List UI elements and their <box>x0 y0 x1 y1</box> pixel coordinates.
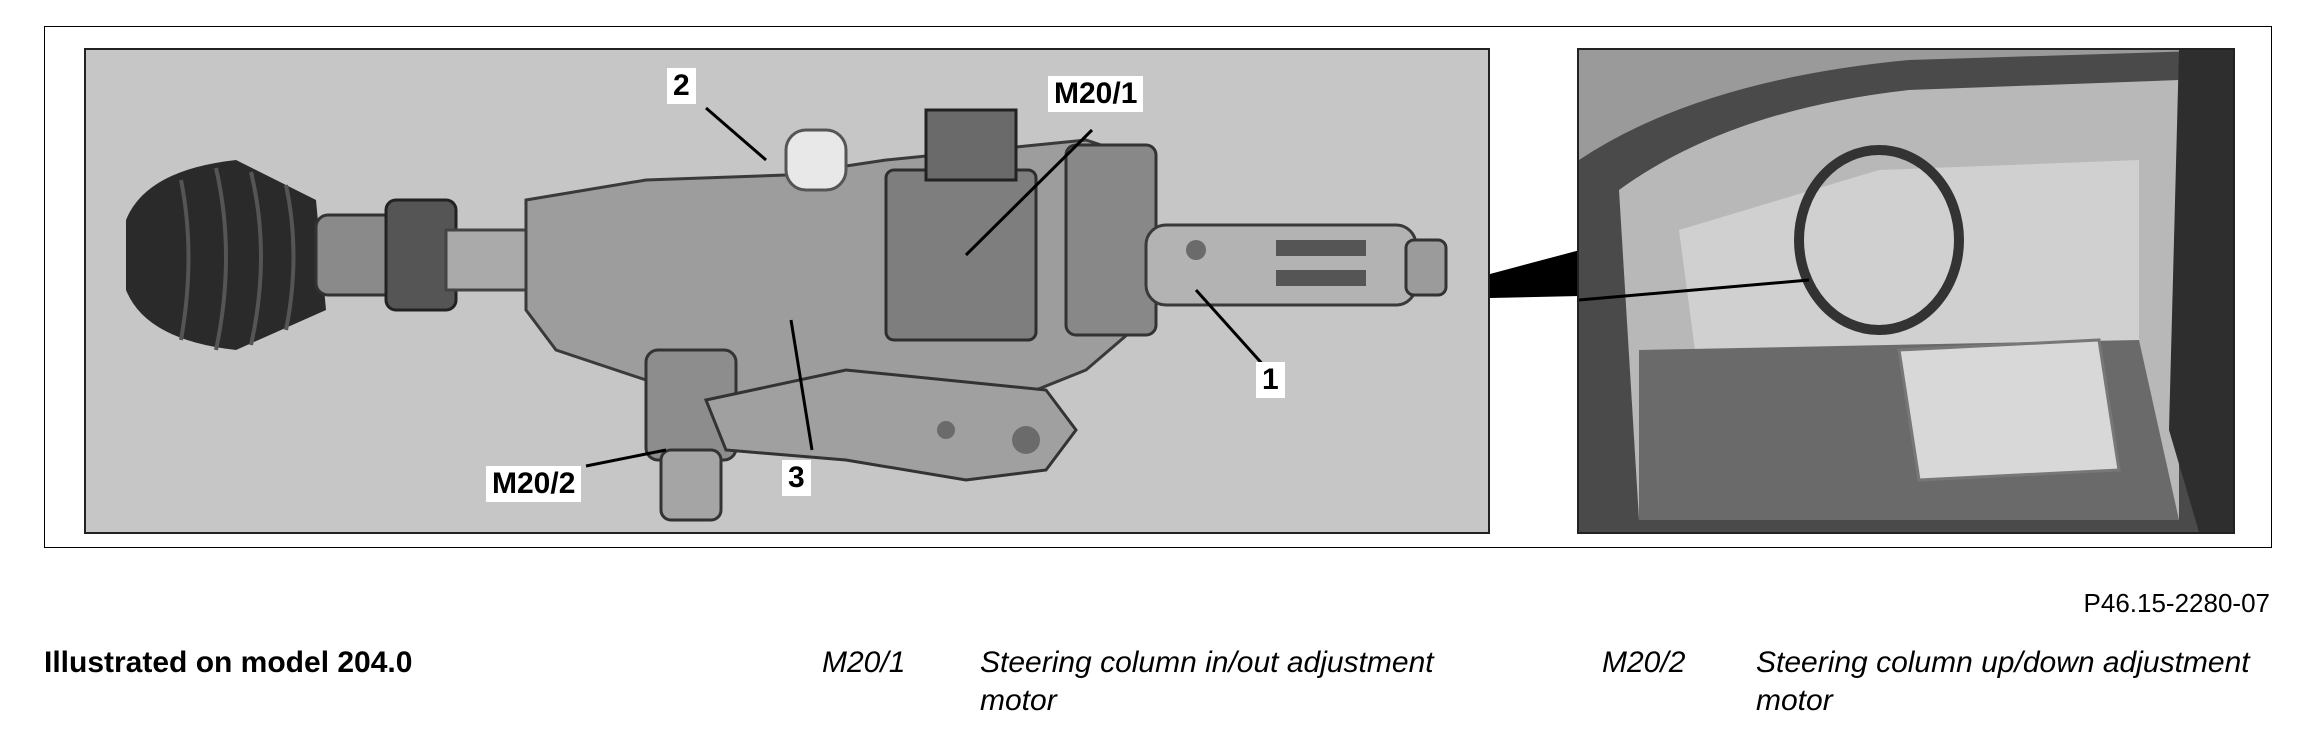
figure-reference: P46.15-2280-07 <box>2083 588 2270 618</box>
caption-code-m20-1: M20/1 <box>822 646 906 679</box>
caption-code-m20-2: M20/2 <box>1602 646 1686 679</box>
steering-column-photo <box>84 48 1490 534</box>
caption-title: Illustrated on model 204.0 <box>44 646 413 679</box>
label-3: 3 <box>782 460 811 496</box>
caption-desc-m20-1: Steering column in/out adjustment motor <box>980 646 1434 717</box>
car-interior-photo <box>1577 48 2235 534</box>
label-2: 2 <box>667 68 696 104</box>
label-1: 1 <box>1256 362 1285 398</box>
connector-wedge <box>1490 250 1580 298</box>
label-m20-1: M20/1 <box>1048 76 1144 112</box>
caption-desc-m20-2: Steering column up/down adjustment motor <box>1756 646 2250 717</box>
label-m20-2: M20/2 <box>486 466 582 502</box>
